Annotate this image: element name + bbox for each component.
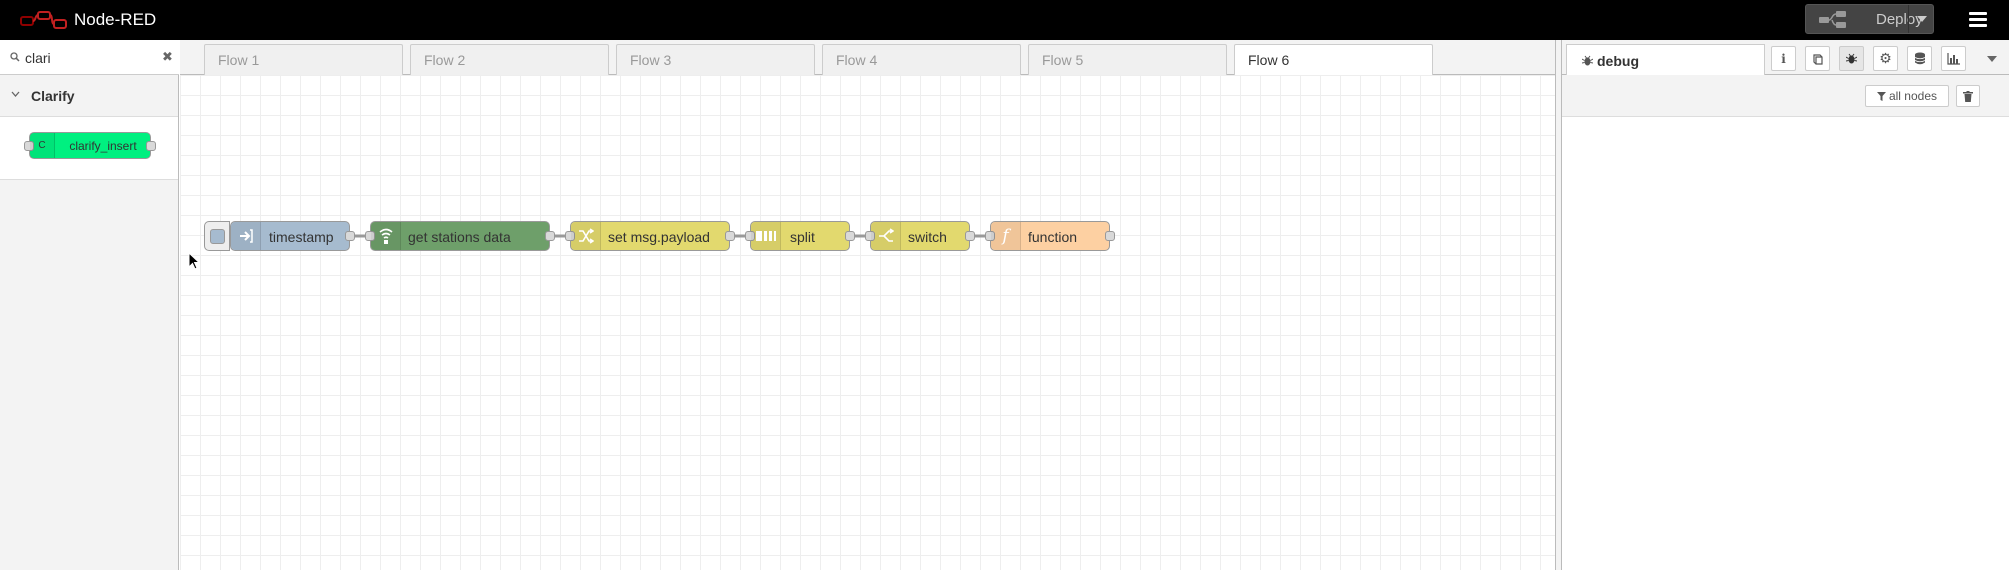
deploy-menu-button[interactable] bbox=[1908, 5, 1934, 33]
tab-flow-4[interactable]: Flow 4 bbox=[822, 44, 1021, 75]
tab-flow-3[interactable]: Flow 3 bbox=[616, 44, 815, 75]
context-tab-button[interactable] bbox=[1907, 46, 1932, 71]
palette-category-content: C clarify_insert bbox=[0, 117, 178, 180]
clarify-icon: C bbox=[30, 133, 55, 158]
app-title: Node-RED bbox=[74, 10, 157, 29]
deploy-icon bbox=[1819, 11, 1846, 28]
tab-label: Flow 2 bbox=[424, 52, 466, 68]
deploy-main-button[interactable]: Deploy bbox=[1806, 5, 1923, 33]
header-bar: Node-RED Deploy bbox=[0, 0, 2009, 40]
tab-label: Flow 6 bbox=[1248, 52, 1290, 68]
palette-search: ✖ bbox=[0, 40, 179, 75]
split-icon bbox=[751, 222, 781, 250]
database-icon bbox=[1914, 52, 1925, 65]
debug-filter-button[interactable]: all nodes bbox=[1865, 85, 1949, 107]
inject-trigger-button[interactable] bbox=[204, 221, 230, 251]
mouse-cursor-icon bbox=[188, 252, 200, 270]
wifi-icon bbox=[371, 222, 401, 250]
flow-workspace[interactable]: timestamp get stations data set msg.payl… bbox=[180, 75, 1555, 570]
deploy-button[interactable]: Deploy bbox=[1805, 4, 1934, 34]
config-tab-button[interactable]: ⚙ bbox=[1873, 46, 1898, 71]
search-icon bbox=[10, 52, 20, 62]
output-port[interactable] bbox=[725, 231, 735, 241]
palette-node-clarify-insert[interactable]: C clarify_insert bbox=[24, 132, 156, 159]
node-label: get stations data bbox=[408, 229, 511, 245]
output-port[interactable] bbox=[1105, 231, 1115, 241]
input-port[interactable] bbox=[365, 231, 375, 241]
output-port[interactable] bbox=[965, 231, 975, 241]
bar-chart-icon bbox=[1947, 52, 1960, 65]
tab-flow-6[interactable]: Flow 6 bbox=[1234, 44, 1433, 76]
tab-label: Flow 4 bbox=[836, 52, 878, 68]
node-palette: ✖ Clarify C clarify_insert bbox=[0, 40, 179, 570]
flow-node-function[interactable]: f function bbox=[985, 221, 1115, 251]
workspace-tabs: Flow 1 Flow 2 Flow 3 Flow 4 Flow 5 Flow … bbox=[180, 40, 1731, 76]
hamburger-icon bbox=[1969, 12, 1987, 15]
node-label: timestamp bbox=[269, 229, 334, 245]
caret-down-icon bbox=[1916, 16, 1927, 22]
debug-message-list bbox=[1562, 118, 2009, 570]
tab-label: Flow 1 bbox=[218, 52, 260, 68]
flow-node-split[interactable]: split bbox=[745, 221, 855, 251]
function-icon: f bbox=[991, 222, 1021, 250]
tab-flow-2[interactable]: Flow 2 bbox=[410, 44, 609, 75]
switch-icon bbox=[871, 222, 901, 250]
filter-icon bbox=[1876, 91, 1886, 101]
flow-wires bbox=[352, 234, 990, 238]
palette-category-header[interactable]: Clarify bbox=[0, 75, 178, 117]
node-label: switch bbox=[908, 229, 947, 245]
flow-node-switch[interactable]: switch bbox=[865, 221, 975, 251]
input-port bbox=[24, 141, 34, 151]
deploy-label: Deploy bbox=[1876, 11, 1923, 28]
app-logo: Node-RED bbox=[20, 10, 156, 30]
palette-search-input[interactable] bbox=[25, 48, 155, 68]
tab-label: Flow 3 bbox=[630, 52, 672, 68]
bug-icon bbox=[1582, 55, 1593, 66]
dashboard-tab-button[interactable] bbox=[1941, 46, 1966, 71]
output-port bbox=[146, 141, 156, 151]
info-tab-button[interactable]: i bbox=[1771, 46, 1796, 71]
node-label: function bbox=[1028, 229, 1078, 245]
caret-down-icon bbox=[1987, 55, 1997, 62]
output-port[interactable] bbox=[545, 231, 555, 241]
sidebar: debug i ⚙ all nodes bbox=[1562, 40, 2009, 570]
palette-node-label: clarify_insert bbox=[69, 139, 137, 153]
debug-tab-button[interactable] bbox=[1839, 46, 1864, 71]
book-icon bbox=[1812, 53, 1823, 65]
chevron-down-icon bbox=[11, 91, 20, 97]
sidebar-menu-button[interactable] bbox=[1982, 46, 2002, 71]
tab-flow-5[interactable]: Flow 5 bbox=[1028, 44, 1227, 75]
sidebar-separator[interactable] bbox=[1555, 40, 1562, 570]
palette-category-label: Clarify bbox=[31, 88, 75, 104]
debug-filter-label: all nodes bbox=[1888, 89, 1938, 103]
node-label: split bbox=[790, 229, 815, 245]
output-port[interactable] bbox=[345, 231, 355, 241]
help-tab-button[interactable] bbox=[1805, 46, 1830, 71]
arrow-in-icon bbox=[231, 222, 261, 250]
sidebar-tab-debug[interactable]: debug bbox=[1566, 44, 1765, 76]
debug-clear-button[interactable] bbox=[1956, 85, 1980, 107]
node-red-logo-icon bbox=[20, 11, 67, 29]
tab-flow-1[interactable]: Flow 1 bbox=[204, 44, 403, 75]
flow-node-set-msg-payload[interactable]: set msg.payload bbox=[565, 221, 735, 251]
input-port[interactable] bbox=[565, 231, 575, 241]
output-port[interactable] bbox=[845, 231, 855, 241]
shuffle-icon bbox=[571, 222, 601, 250]
input-port[interactable] bbox=[865, 231, 875, 241]
main-menu-button[interactable] bbox=[1966, 10, 1990, 30]
input-port[interactable] bbox=[985, 231, 995, 241]
flow-node-timestamp[interactable]: timestamp bbox=[230, 221, 355, 251]
clear-search-icon[interactable]: ✖ bbox=[162, 49, 173, 64]
debug-toolbar: all nodes bbox=[1562, 75, 2009, 117]
bug-icon bbox=[1846, 53, 1857, 64]
tab-label: Flow 5 bbox=[1042, 52, 1084, 68]
node-label: set msg.payload bbox=[608, 229, 710, 245]
sidebar-tab-label: debug bbox=[1597, 53, 1639, 69]
info-icon: i bbox=[1781, 51, 1786, 66]
trash-icon bbox=[1963, 90, 1973, 102]
sidebar-tabbar: debug i ⚙ bbox=[1562, 40, 2009, 76]
flow-node-get-stations-data[interactable]: get stations data bbox=[365, 221, 555, 251]
input-port[interactable] bbox=[745, 231, 755, 241]
gear-icon: ⚙ bbox=[1879, 50, 1892, 66]
